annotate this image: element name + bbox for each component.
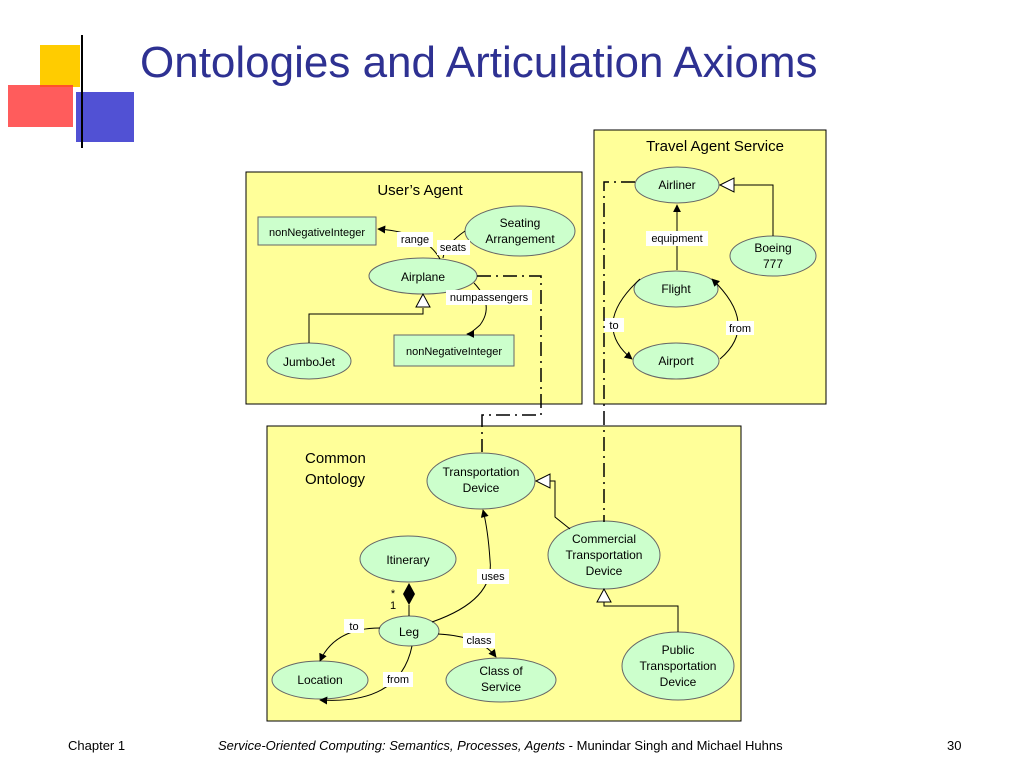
seating-arrangement-label-1: Seating (500, 216, 541, 230)
common-ontology-title-1: Common (305, 450, 366, 467)
leg-from-label-bg (383, 672, 413, 687)
seats-edge-label: seats (440, 242, 467, 254)
transportation-device-label-2: Device (463, 481, 500, 495)
to-label-bg (604, 318, 624, 332)
to-edge-label: to (609, 320, 618, 332)
slide-title: Ontologies and Articulation Axioms (140, 38, 818, 87)
numpassengers-edge-label: numpassengers (450, 292, 529, 304)
deco-yellow-square (40, 45, 80, 87)
equipment-edge-label: equipment (651, 233, 702, 245)
leg-to-edge (319, 627, 381, 662)
airliner-label: Airliner (658, 178, 695, 192)
seats-label-bg (437, 240, 470, 255)
airliner-inheritance-triangle (718, 177, 735, 193)
commercial-inheritance-triangle (596, 587, 612, 603)
seating-arrangement-label-2: Arrangement (485, 232, 555, 246)
commercial-inheritance-edge (550, 480, 571, 530)
non-negative-integer-bottom-label: nonNegativeInteger (406, 346, 502, 358)
footer-book-title: Service-Oriented Computing: Semantics, P… (218, 738, 566, 753)
airliner-to-commercial-device-axiom (603, 181, 635, 522)
airplane-to-transportation-device-axiom (477, 275, 542, 452)
commercial-label-2: Transportation (566, 548, 643, 562)
corner-decoration (8, 35, 1000, 148)
airport-node (632, 342, 720, 380)
jumbojet-label: JumboJet (283, 355, 336, 369)
footer-page-number: 30 (947, 738, 962, 753)
itinerary-node (359, 535, 457, 583)
uses-edge-label: uses (481, 571, 505, 583)
range-edge-label: range (401, 234, 429, 246)
deco-red-square (8, 85, 73, 127)
class-of-service-label-1: Class of (479, 664, 523, 678)
non-negative-integer-bottom-node (393, 334, 515, 367)
uses-label-bg (477, 569, 509, 584)
composition-diamond (403, 583, 415, 605)
non-negative-integer-top-label: nonNegativeInteger (269, 227, 365, 239)
articulation-links (477, 181, 635, 522)
footer-chapter: Chapter 1 (68, 738, 126, 753)
leg-from-edge-label: from (387, 674, 409, 686)
class-label-bg (463, 633, 495, 648)
footer-authors: - Munindar Singh and Michael Huhns (565, 738, 783, 753)
travel-agent-panel: Travel Agent Service Airliner Boeing 777… (593, 129, 827, 405)
airplane-label: Airplane (401, 270, 445, 284)
transportation-device-inheritance-triangle (534, 473, 551, 489)
from-label-bg (726, 321, 754, 335)
airplane-inheritance-triangle (415, 292, 431, 308)
footer-citation: Service-Oriented Computing: Semantics, P… (218, 738, 783, 753)
flight-node (633, 270, 719, 308)
leg-label: Leg (399, 625, 419, 639)
public-label-2: Transportation (640, 659, 717, 673)
non-negative-integer-top-node (257, 216, 377, 246)
airport-label: Airport (658, 354, 694, 368)
travel-agent-title: Travel Agent Service (646, 138, 784, 155)
boeing-777-label-2: 777 (763, 257, 783, 271)
public-label-1: Public (662, 643, 695, 657)
seating-arrangement-node (464, 205, 576, 257)
itinerary-label: Itinerary (386, 553, 429, 567)
equipment-label-bg (646, 231, 708, 246)
common-ontology-panel: Common Ontology Transportation Device Co… (266, 425, 742, 722)
class-edge-label: class (466, 635, 492, 647)
transportation-device-label-1: Transportation (443, 465, 520, 479)
jumbojet-inheritance-edge (308, 308, 424, 343)
class-of-service-label-2: Service (481, 680, 521, 694)
users-agent-panel: User’s Agent nonNegativeInteger Seating … (245, 171, 583, 405)
common-ontology-title-2: Ontology (305, 471, 366, 488)
uses-edge (431, 509, 491, 623)
public-inheritance-edge (603, 601, 679, 632)
users-agent-title: User’s Agent (377, 182, 463, 199)
deco-blue-square (76, 92, 134, 142)
commercial-label-1: Commercial (572, 532, 636, 546)
multiplicity-many: * (391, 588, 396, 600)
range-label-bg (397, 232, 433, 247)
numpassengers-label-bg (446, 290, 532, 305)
leg-from-edge (319, 645, 413, 705)
public-label-3: Device (660, 675, 697, 689)
class-of-service-node (445, 657, 557, 703)
from-edge-label: from (729, 323, 751, 335)
boeing-777-label-1: Boeing (754, 241, 791, 255)
leg-to-label-bg (344, 619, 364, 633)
commercial-label-3: Device (586, 564, 623, 578)
flight-label: Flight (661, 282, 691, 296)
leg-to-edge-label: to (349, 621, 358, 633)
boeing-inheritance-edge (734, 184, 774, 236)
multiplicity-one: 1 (390, 600, 396, 612)
location-label: Location (297, 673, 342, 687)
